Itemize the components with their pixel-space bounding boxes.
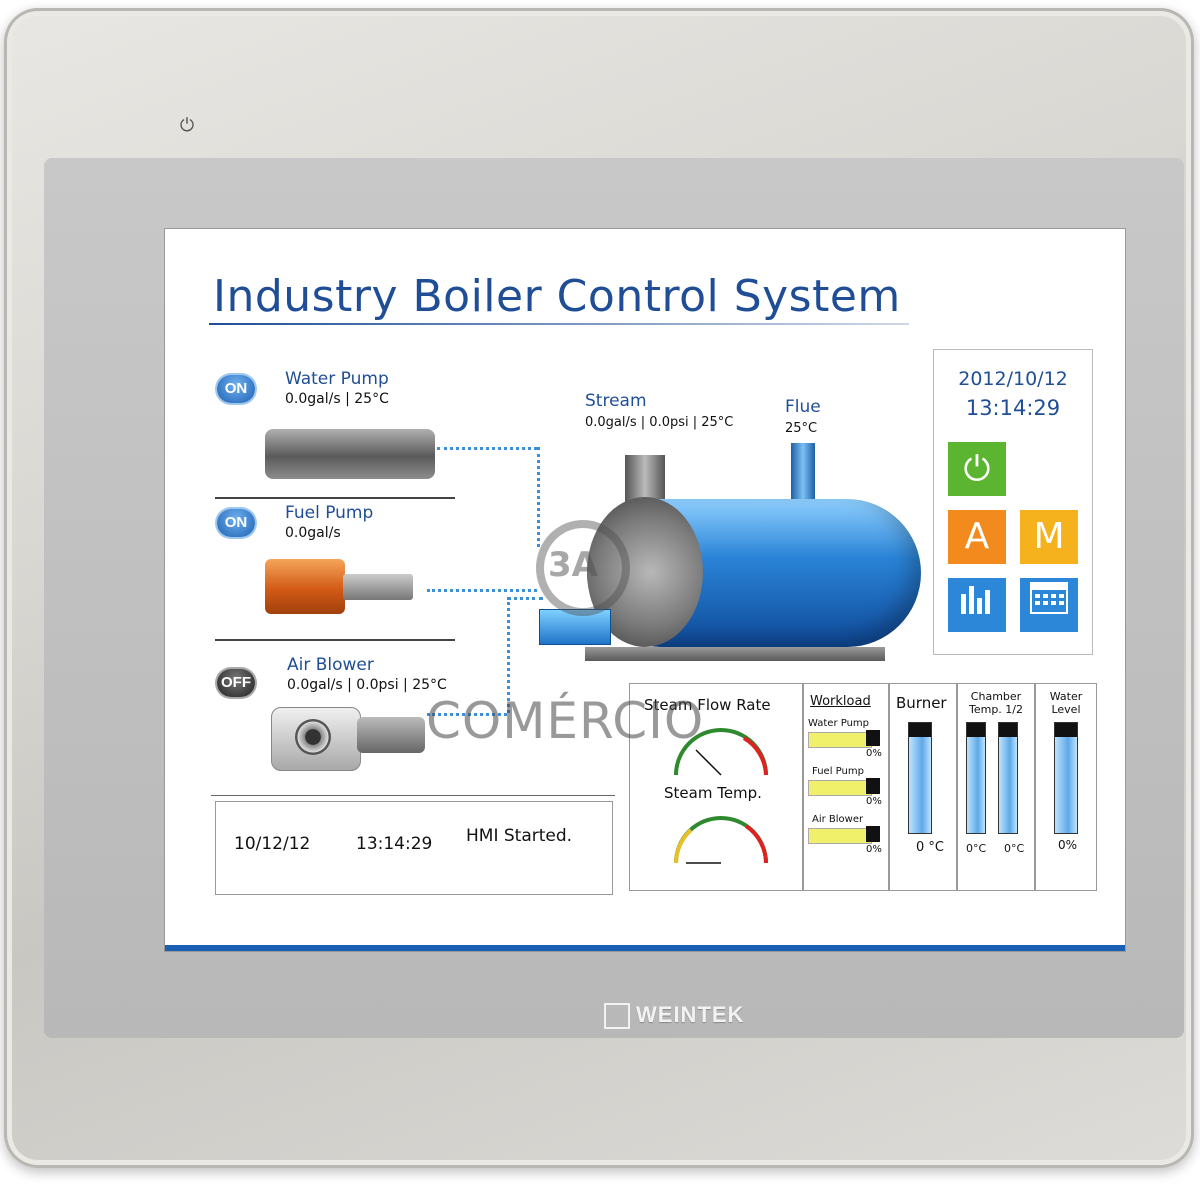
water-level-panel: Water Level 0% [1035,683,1097,891]
fuel-pump-shaft-icon [343,574,413,600]
water-level-bar [1054,722,1078,834]
workload-fuel-pump-slider[interactable] [866,778,880,794]
fuel-pump-icon [265,559,345,614]
manual-mode-button[interactable]: M [1020,510,1078,564]
fuel-pump-reading: 0.0gal/s [285,525,341,541]
chamber-1-level-bar [966,722,986,834]
workload-water-pump-label: Water Pump [808,718,870,729]
steam-flow-gauge [674,728,768,776]
air-blower-label: Air Blower [287,655,374,675]
calendar-tile-button[interactable] [1020,578,1078,632]
log-divider [211,795,615,796]
burner-title: Burner [896,694,947,712]
log-date: 10/12/12 [234,834,311,854]
clock-panel: 2012/10/12 13:14:29 ⏻ A M [933,349,1093,655]
workload-panel: Workload Water Pump 0% Fuel Pump 0% Air … [803,683,889,891]
flue-reading: 25°C [785,421,818,436]
brand-logo: WEINTEK [604,1002,745,1030]
divider [215,497,455,499]
bar-chart-icon [961,586,990,614]
chamber-2-value: 0°C [1004,842,1025,855]
stream-label: Stream [585,391,647,411]
chamber-1-level-cap [967,723,985,737]
steam-flow-title: Steam Flow Rate [644,696,771,714]
water-pump-label: Water Pump [285,369,389,389]
calendar-icon [1030,582,1068,614]
burner-value: 0 °C [916,840,944,855]
chart-tile-button[interactable] [948,578,1006,632]
blower-motor-icon [357,717,425,753]
flue-stack-icon [791,443,815,507]
log-message: HMI Started. [466,826,573,846]
burner-level-bar [908,722,932,834]
water-pump-toggle-button[interactable]: ON [217,375,255,403]
flue-label: Flue [785,397,821,417]
brand-logo-icon [604,1003,630,1030]
power-icon: ⏻ [963,449,991,489]
page-title: Industry Boiler Control System [213,271,901,322]
air-blower-toggle-button[interactable]: OFF [217,669,255,697]
title-divider [209,323,909,325]
watermark-text: COMÉRCIO [426,692,705,750]
watermark-badge-icon [536,520,630,616]
workload-air-blower-bar [808,828,872,844]
workload-air-blower-slider[interactable] [866,826,880,842]
pipe [507,597,543,600]
stream-reading: 0.0gal/s | 0.0psi | 25°C [585,415,734,430]
water-level-value: 0% [1058,838,1078,852]
water-pump-reading: 0.0gal/s | 25°C [285,391,389,407]
clock-time: 13:14:29 [965,396,1061,420]
pipe [507,597,510,713]
boiler-stack-icon [625,455,665,503]
gauge-panel: Steam Flow Rate Steam Temp. [629,683,803,891]
screen-footer-strip [165,945,1125,951]
clock-date: 2012/10/12 [958,368,1068,390]
workload-fuel-pump-label: Fuel Pump [812,766,864,777]
workload-water-pump-bar [808,732,872,748]
divider [215,639,455,641]
workload-water-pump-slider[interactable] [866,730,880,746]
workload-title: Workload [810,694,871,709]
workload-fuel-pump-bar [808,780,872,796]
brand-name: WEINTEK [636,1002,745,1027]
fuel-pump-toggle-button[interactable]: ON [217,509,255,537]
boiler-skid-icon [585,647,885,661]
water-level-cap [1055,723,1077,737]
steam-temp-gauge [674,816,768,864]
burner-level-cap [909,723,931,737]
water-pump-icon [265,429,435,479]
workload-water-pump-value: 0% [866,748,882,759]
chamber-title: Chamber Temp. 1/2 [968,690,1023,716]
pipe [427,713,507,716]
steam-temp-title: Steam Temp. [664,784,762,802]
event-log[interactable]: 10/12/12 13:14:29 HMI Started. [215,801,613,895]
air-blower-reading: 0.0gal/s | 0.0psi | 25°C [287,677,447,693]
pipe [437,447,537,450]
power-indicator-icon[interactable]: ⏻ [179,115,195,135]
power-tile-button[interactable]: ⏻ [948,442,1006,496]
hmi-screen: Industry Boiler Control System ON Water … [164,228,1126,952]
chamber-1-value: 0°C [966,842,987,855]
workload-air-blower-value: 0% [866,844,882,855]
workload-fuel-pump-value: 0% [866,796,882,807]
water-level-title: Water Level [1049,690,1083,716]
workload-air-blower-label: Air Blower [812,814,864,825]
fuel-pump-label: Fuel Pump [285,503,374,523]
chamber-panel: Chamber Temp. 1/2 0°C 0°C [957,683,1035,891]
pipe [537,447,540,547]
air-blower-icon [271,707,361,771]
log-time: 13:14:29 [356,834,433,854]
burner-panel: Burner 0 °C [889,683,957,891]
pipe [427,589,537,592]
chamber-2-level-cap [999,723,1017,737]
chamber-2-level-bar [998,722,1018,834]
blower-rotor-icon [295,719,331,755]
watermark-badge: 3A [548,545,598,585]
auto-mode-button[interactable]: A [948,510,1006,564]
